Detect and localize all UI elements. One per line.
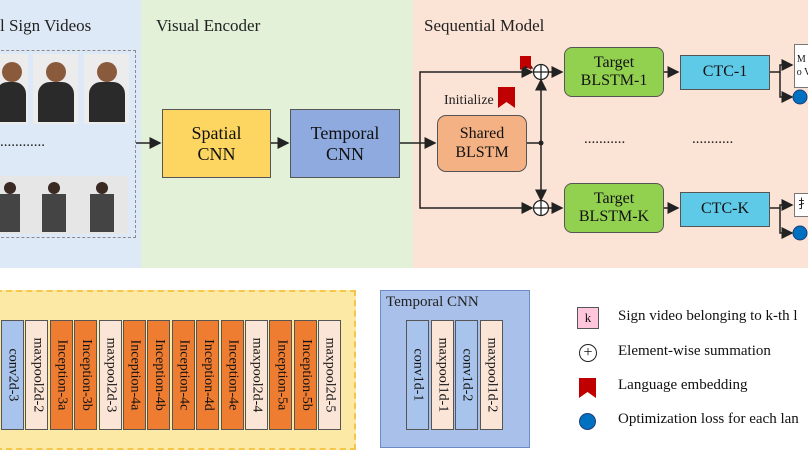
loss-legend-icon bbox=[579, 413, 596, 430]
k-symbol-box: k bbox=[577, 307, 599, 329]
legend-sign-video-text: Sign video belonging to k-th l bbox=[618, 308, 798, 324]
temporal-cnn-box: Temporal CNN bbox=[290, 109, 400, 178]
videos-ellipsis: ............ bbox=[0, 134, 45, 150]
layer-inception-5b: Inception-5b bbox=[293, 320, 317, 430]
layer-inception-4a: Inception-4a bbox=[123, 320, 146, 430]
target-blstm-1-box: Target BLSTM-1 bbox=[564, 47, 664, 97]
sum-node-1 bbox=[532, 63, 550, 81]
video-thumbnail bbox=[0, 176, 128, 234]
sequential-model-title: Sequential Model bbox=[424, 16, 545, 35]
sum-node-k bbox=[532, 199, 550, 217]
language-embedding-icon bbox=[498, 87, 515, 108]
sign-videos-title: l Sign Videos bbox=[0, 16, 92, 35]
loss-dot-k bbox=[792, 225, 808, 241]
ctc-ellipsis: ........... bbox=[692, 131, 734, 147]
initialize-label: Initialize bbox=[444, 93, 494, 108]
layer-maxpool2d-5: maxpool2d-5 bbox=[318, 320, 342, 430]
layer-inception-4d: Inception-4d bbox=[196, 320, 220, 430]
layer-conv1d-1: conv1d-1 bbox=[406, 320, 429, 430]
temporal-cnn-detail-title: Temporal CNN bbox=[386, 294, 479, 310]
arrow-ctck-to-loss bbox=[779, 208, 794, 239]
layer-inception-4e: Inception-4e bbox=[220, 320, 244, 430]
arrow-ctck-to-output bbox=[770, 199, 794, 211]
output-box-k: 扌 bbox=[794, 193, 808, 217]
layer-inception-4c: Inception-4c bbox=[171, 320, 195, 430]
layer-maxpool1d-1: maxpool1d-1 bbox=[430, 320, 454, 430]
video-frames-group bbox=[0, 50, 136, 238]
video-thumbnail bbox=[0, 54, 28, 124]
visual-encoder-title: Visual Encoder bbox=[156, 16, 261, 35]
layer-conv1d-2: conv1d-2 bbox=[455, 320, 478, 430]
summation-legend-icon: + bbox=[579, 344, 597, 362]
spatial-cnn-box: Spatial CNN bbox=[162, 109, 271, 178]
target-blstm-k-box: Target BLSTM-K bbox=[564, 183, 664, 233]
language-embedding-icon-small bbox=[520, 56, 531, 70]
junction-dot bbox=[538, 140, 544, 146]
video-thumbnail bbox=[33, 54, 78, 124]
arrow-branch-to-sumk bbox=[419, 143, 534, 214]
legend-lang-text: Language embedding bbox=[618, 377, 748, 393]
arrow-branch-to-sum1 bbox=[419, 66, 534, 143]
layer-conv2d-3: conv2d-3 bbox=[1, 320, 24, 430]
ctc-1-box: CTC-1 bbox=[680, 55, 770, 90]
layer-maxpool2d-4: maxpool2d-4 bbox=[245, 320, 268, 430]
legend-loss-text: Optimization loss for each lan bbox=[618, 411, 799, 427]
legend-sum-text: Element-wise summation bbox=[618, 343, 771, 359]
layer-maxpool2d-2: maxpool2d-2 bbox=[25, 320, 49, 430]
language-embedding-legend-icon bbox=[579, 378, 596, 398]
shared-blstm-box: Shared BLSTM bbox=[437, 115, 527, 172]
ctc-k-box: CTC-K bbox=[680, 192, 770, 227]
layer-inception-3a: Inception-3a bbox=[49, 320, 73, 430]
target-ellipsis: ........... bbox=[584, 131, 626, 147]
loss-dot-1 bbox=[792, 89, 808, 105]
arrow-ctc1-to-output bbox=[770, 59, 794, 73]
video-thumbnail bbox=[84, 54, 129, 124]
layer-maxpool2d-3: maxpool2d-3 bbox=[98, 320, 122, 430]
output-box-1: M lo V bbox=[794, 44, 808, 88]
layer-inception-5a: Inception-5a bbox=[269, 320, 293, 430]
layer-inception-4b: Inception-4b bbox=[147, 320, 171, 430]
arrow-ctc1-to-loss bbox=[779, 72, 794, 103]
layer-maxpool1d-2: maxpool1d-2 bbox=[479, 320, 503, 430]
layer-inception-3b: Inception-3b bbox=[74, 320, 98, 430]
